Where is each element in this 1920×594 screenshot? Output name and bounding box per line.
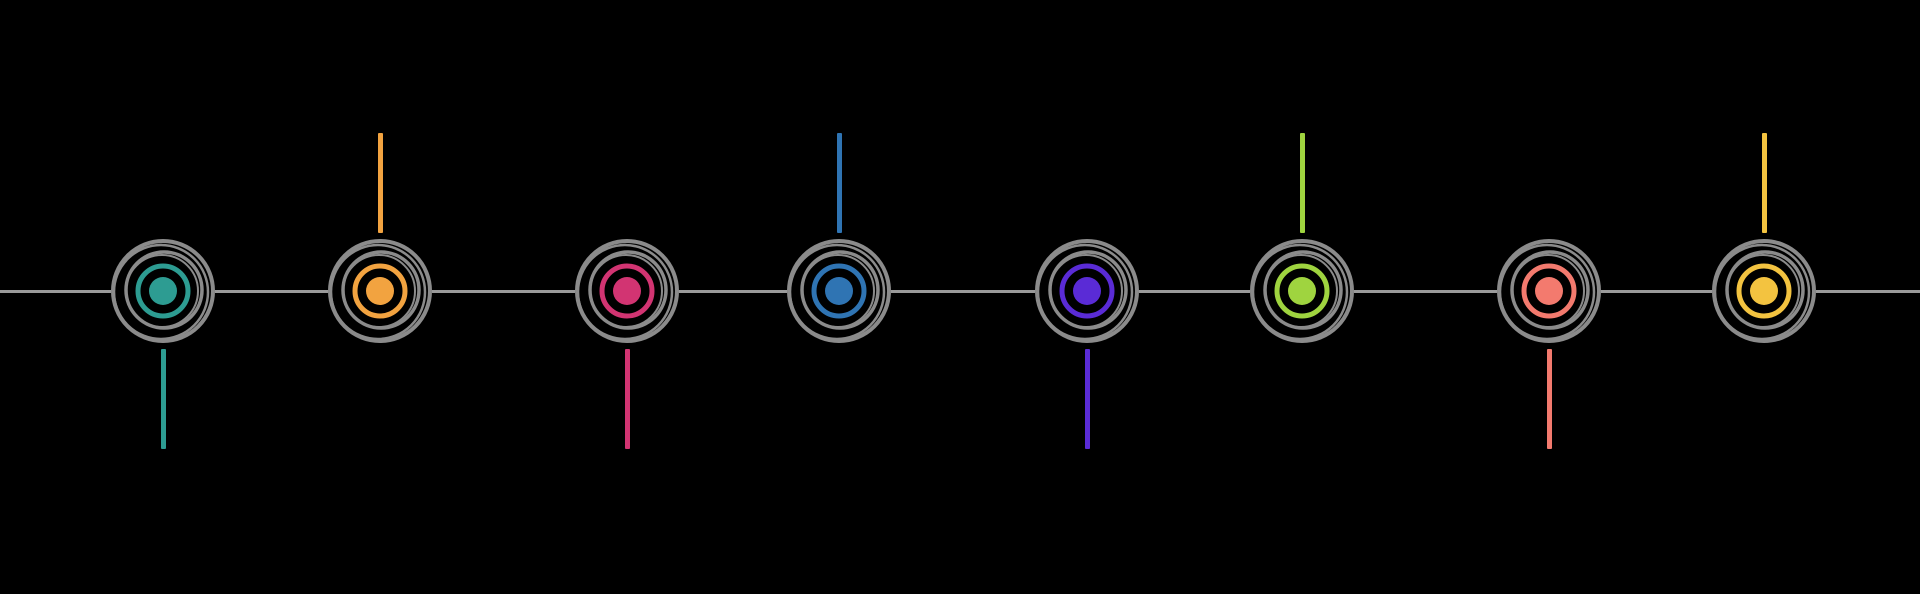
milestone-tick-line (377, 133, 383, 233)
milestone-marker-icon (328, 239, 432, 343)
milestone-marker-icon (1035, 239, 1139, 343)
milestone-marker-icon (575, 239, 679, 343)
milestone-tick-line (1546, 349, 1552, 449)
milestone-marker-icon (787, 239, 891, 343)
milestone-tick-line (1761, 133, 1767, 233)
timeline-axis (0, 289, 1920, 293)
milestone-tick-line (1084, 349, 1090, 449)
milestone-marker-icon (1497, 239, 1601, 343)
milestone-tick-line (1299, 133, 1305, 233)
milestone-marker-icon (1712, 239, 1816, 343)
milestone-marker-icon (1250, 239, 1354, 343)
milestone-tick-line (624, 349, 630, 449)
milestone-tick-line (160, 349, 166, 449)
milestone-tick-line (836, 133, 842, 233)
milestone-marker-icon (111, 239, 215, 343)
